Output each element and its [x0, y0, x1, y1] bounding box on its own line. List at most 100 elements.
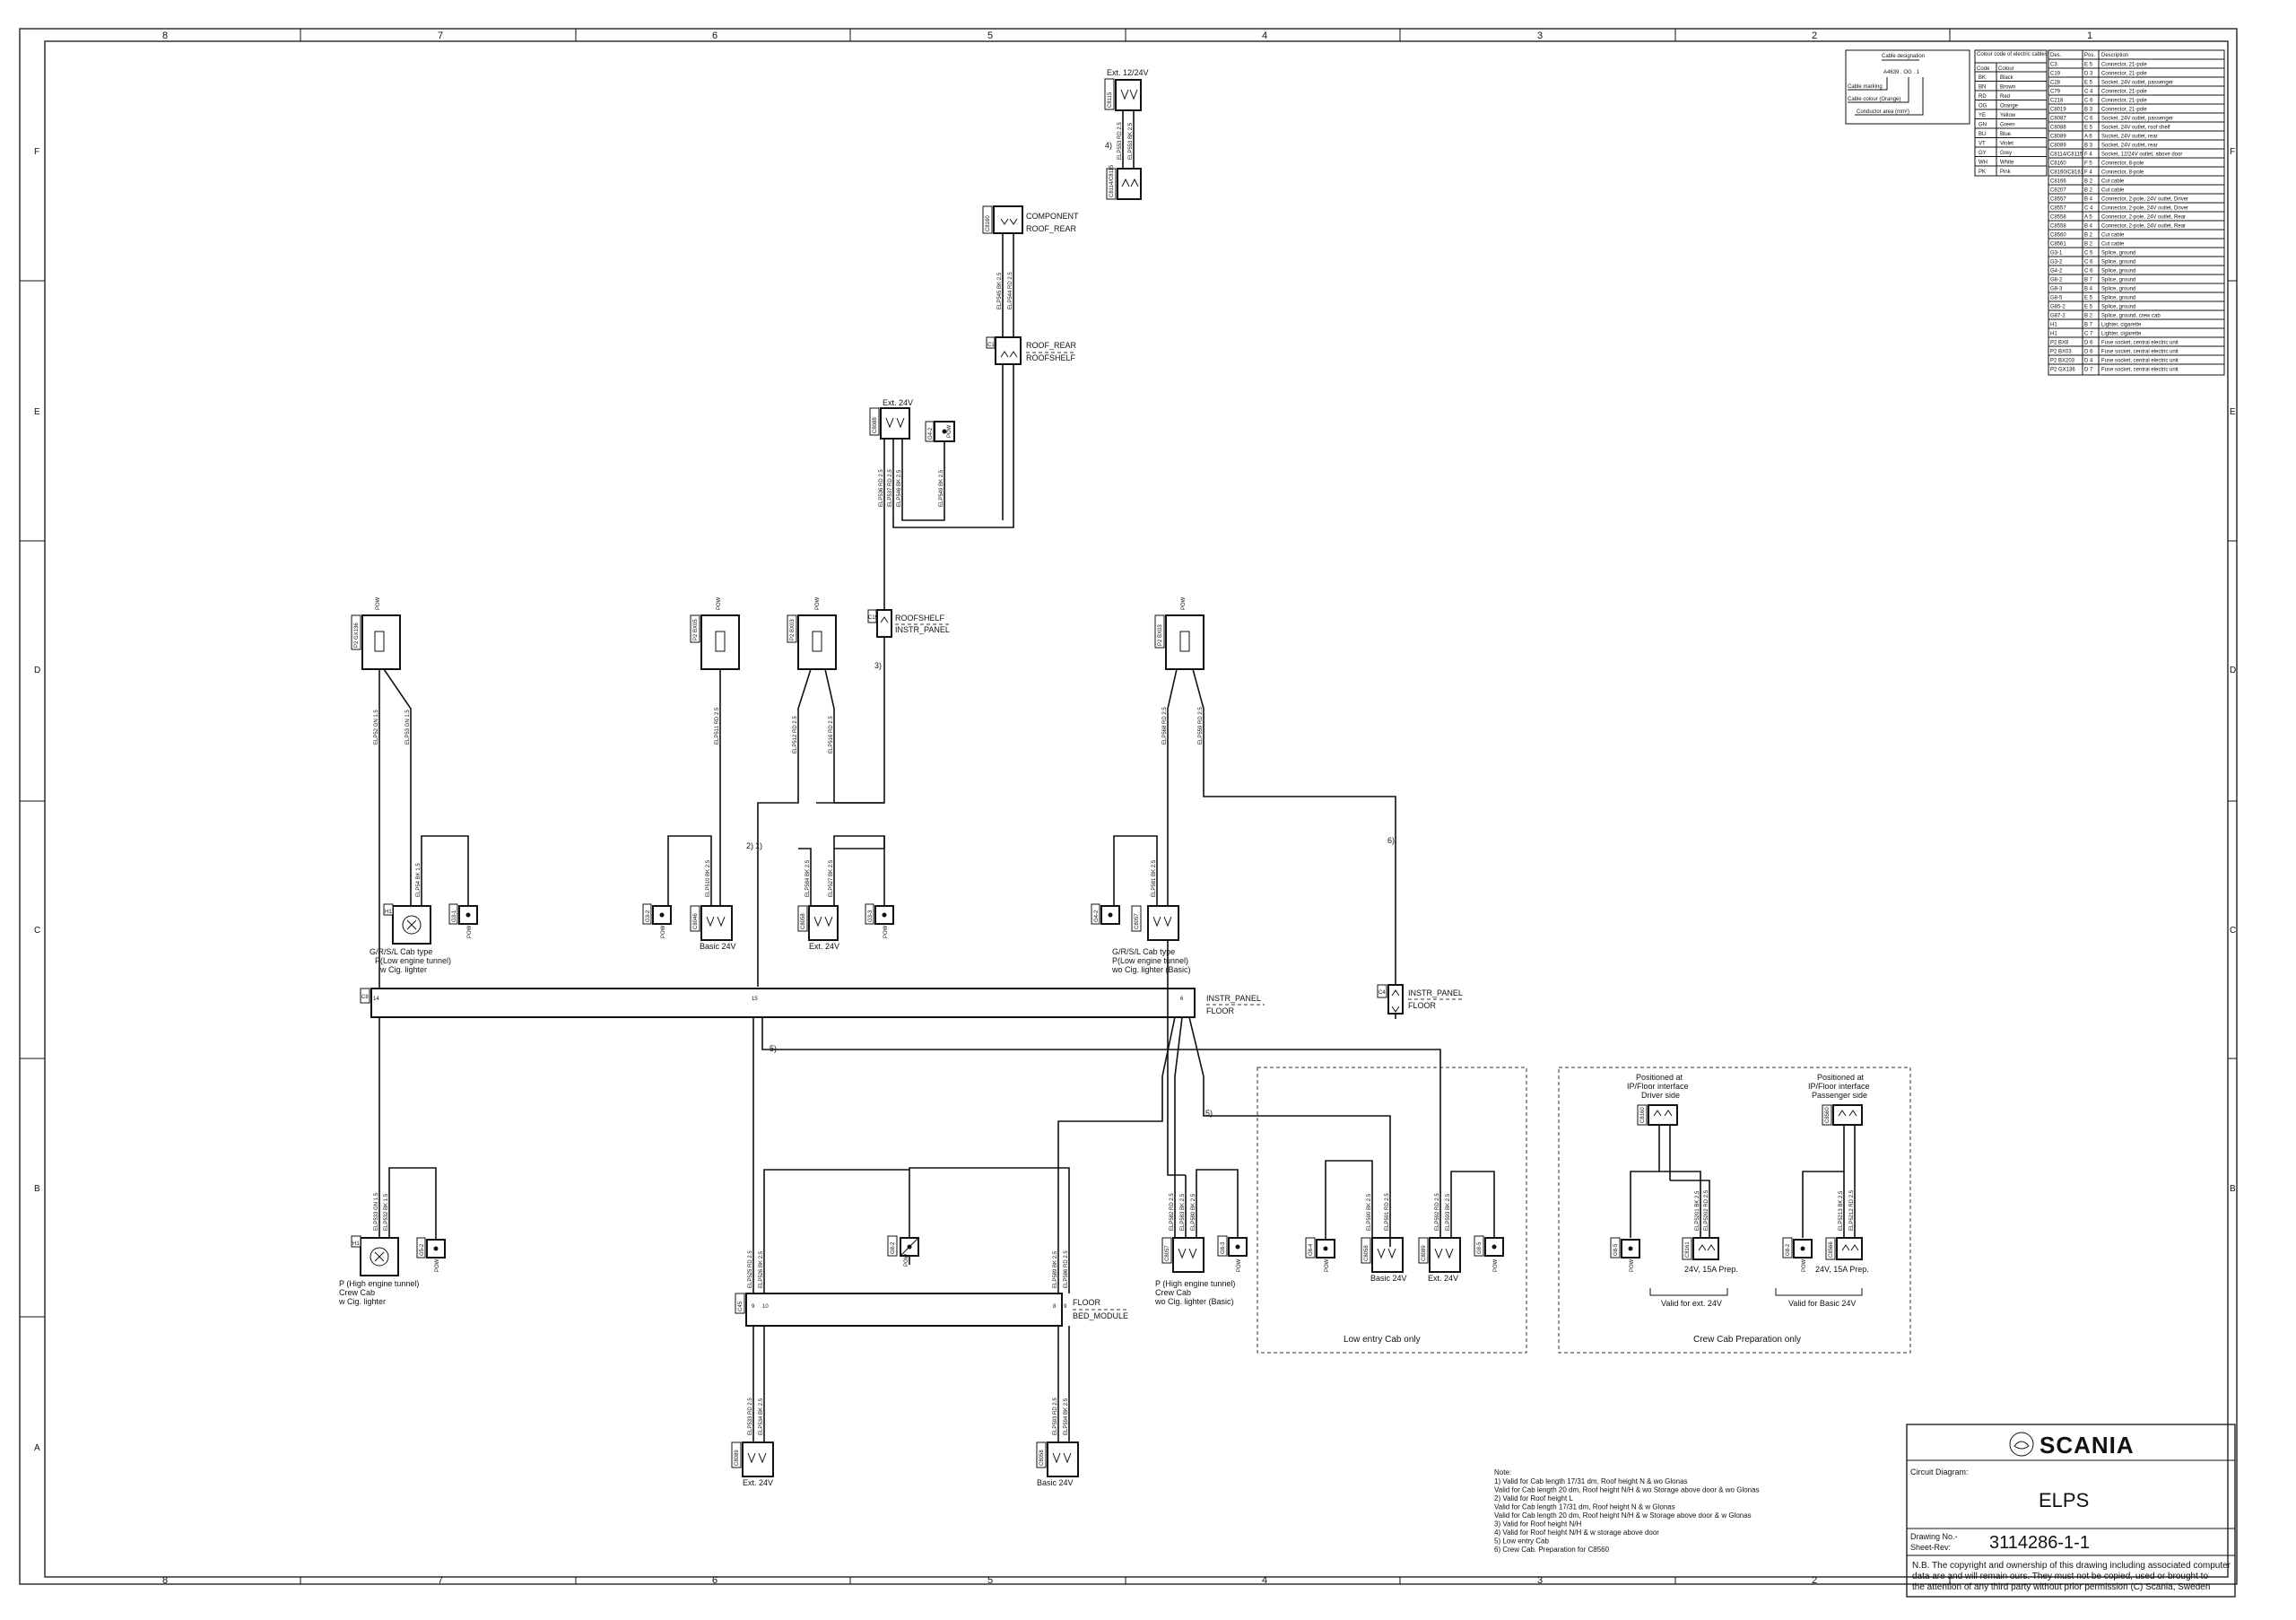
wire-label: ELP592 RD 2.5	[1435, 1193, 1440, 1231]
table-cell: Splice, ground	[2101, 278, 2135, 283]
connector-label: FLOOR	[1073, 1298, 1101, 1307]
table-cell: E 5	[2084, 81, 2093, 86]
table-cell: E 5	[2084, 63, 2093, 68]
wire-label: ELP54 BK 1.5	[416, 863, 422, 897]
table-cell: B 4	[2084, 224, 2093, 230]
socket-symbol-icon	[1377, 1248, 1396, 1259]
table-cell: RD	[1979, 94, 1987, 100]
table-cell: C 7	[2084, 332, 2093, 337]
table-cell: F 4	[2084, 152, 2092, 158]
caption: Ext. 24V	[1428, 1274, 1458, 1283]
table-cell: C8561	[2050, 242, 2066, 248]
wire-label: ELP589 BK 2.5	[1053, 1250, 1058, 1288]
col-label-top: 1	[2087, 30, 2092, 41]
ground-splice-icon	[1492, 1244, 1497, 1250]
table-cell: Fuse socket, central electric unit	[2101, 350, 2179, 355]
table-cell: C8160	[2050, 161, 2066, 167]
table-cell: C8558	[2050, 224, 2066, 230]
table-cell: C79	[2050, 90, 2061, 95]
caption: 24V, 15A Prep.	[1815, 1265, 1869, 1274]
connector-label: ROOF_REAR	[1026, 341, 1077, 350]
table-cell: Socket, 24V outlet, rear	[2101, 144, 2158, 149]
table-cell: Socket, 12/24V outlet, above door	[2101, 152, 2182, 158]
caption: P(Low engine tunnel)	[1112, 956, 1188, 965]
component-roof-rear: C8160 COMPONENT ROOF_REAR ELP545 BK 2.5 …	[982, 205, 1079, 337]
caption: Ext. 24V	[743, 1478, 773, 1487]
table-cell: C8019	[2050, 108, 2066, 113]
wire-label: ELP586 RD 2.5	[1064, 1250, 1069, 1288]
table-header: Code	[1977, 66, 1990, 72]
table-cell: G8-3	[2050, 287, 2063, 292]
table-cell: C 5	[2084, 251, 2093, 257]
component-id: C8115	[1108, 91, 1113, 108]
scania-logo-icon	[2009, 1432, 2034, 1457]
caption: Crew Cab	[1155, 1288, 1191, 1297]
connector-symbol-icon	[1838, 1110, 1857, 1117]
socket-symbol-icon	[706, 916, 726, 928]
table-cell: Violet	[2000, 142, 2013, 147]
table-cell: B 3	[2084, 108, 2093, 113]
wire-label: ELP533 GN 1.5	[374, 1192, 379, 1231]
table-cell: Orange	[2000, 104, 2019, 109]
fuse-socket-gx136: P2 GX136 POW ELP52 GN 1.5 ELP53 GN 1.5	[351, 597, 412, 989]
wire-label: ELP510 BK 2.5	[706, 859, 711, 897]
table-cell: Splice, ground	[2101, 260, 2135, 266]
table-cell: YE	[1979, 113, 1986, 118]
col-label-top: 7	[438, 30, 443, 41]
table-cell: Socket, 24V outlet, passenger	[2101, 117, 2173, 122]
caption: w Cig. lighter	[338, 1297, 386, 1306]
component-id: C8089	[1422, 1245, 1427, 1261]
table-cell: C8558	[2050, 215, 2066, 221]
row-label-right: F	[2230, 147, 2235, 157]
ext-12-24-outlet: Ext. 12/24V C8115 ELP553 RD 2.5 ELP553 B…	[1104, 68, 1149, 200]
note-marker: 5)	[1205, 1109, 1213, 1118]
ground-splice-icon	[1235, 1244, 1240, 1250]
pow-label: POW	[883, 925, 889, 938]
lighter-icon	[402, 915, 422, 935]
component-id: G8-2	[1786, 1243, 1791, 1256]
connector-roof-rear-roofshelf: C1 ROOF_REAR ROOFSHELF	[986, 336, 1077, 516]
table-cell: G3-2	[2050, 260, 2063, 266]
note-line: Valid for Cab length 20 dm, Roof height …	[1494, 1486, 1760, 1494]
table-cell: Splice, ground	[2101, 269, 2135, 274]
table-cell: Connector, 21-pole	[2101, 63, 2147, 68]
legend-title: Cable designation	[1882, 54, 1925, 59]
fuse-icon	[374, 631, 385, 652]
note-line: 6) Crew Cab. Preparation for C8560	[1494, 1546, 1610, 1554]
copyright-line: the attention of any third party without…	[1912, 1582, 2210, 1592]
table-cell: Splice, ground	[2101, 296, 2135, 301]
caption: G/R/S/L Cab type	[370, 947, 432, 956]
group-title: Low entry Cab only	[1344, 1335, 1421, 1345]
table-cell: GN	[1979, 123, 1987, 128]
component-id: P2 BX03	[790, 619, 796, 640]
connector-label: FLOOR	[1206, 1006, 1235, 1015]
col-label-top: 4	[1262, 30, 1267, 41]
table-header: Description	[2101, 53, 2128, 58]
table-cell: C8207	[2050, 188, 2066, 194]
table-cell: Connector, 2-pole, 24V outlet, Driver	[2101, 197, 2188, 203]
table-cell: G4-2	[2050, 269, 2063, 274]
component-id: H1	[352, 1241, 360, 1247]
table-cell: Fuse socket, central electric unit	[2101, 359, 2179, 364]
cigarette-lighter-low-tunnel: H1 G3-1 POW ELP54 BK 1.5 G/R/S/L Cab typ…	[370, 835, 478, 974]
table-cell: Connector, 2-pole, 24V outlet, Rear	[2101, 215, 2186, 221]
socket-box	[1115, 79, 1142, 111]
table-header: Des.	[2050, 53, 2062, 58]
col-label-bottom: 7	[438, 1575, 443, 1586]
table-cell: C19	[2050, 72, 2061, 77]
drawing-number: 3114286-1-1	[1989, 1533, 2090, 1553]
table-cell: B 2	[2084, 233, 2093, 239]
component-id: G8-5	[1477, 1241, 1483, 1254]
table-cell: Splice, ground	[2101, 305, 2135, 310]
table-cell: Fuse socket, central electric unit	[2101, 341, 2179, 346]
wire-label: ELP526 BK 2.5	[759, 1250, 764, 1288]
row-grid: F E D C B A F E D C B	[20, 147, 2237, 1453]
socket-symbol-icon	[747, 1452, 767, 1464]
caption: Basic 24V	[1037, 1478, 1074, 1487]
wire-label: ELP516 RD 2.5	[829, 716, 834, 753]
component-id: C1	[987, 343, 995, 348]
component-id: C8057	[1135, 913, 1140, 929]
table-cell: C8114/C8115	[2050, 152, 2083, 158]
